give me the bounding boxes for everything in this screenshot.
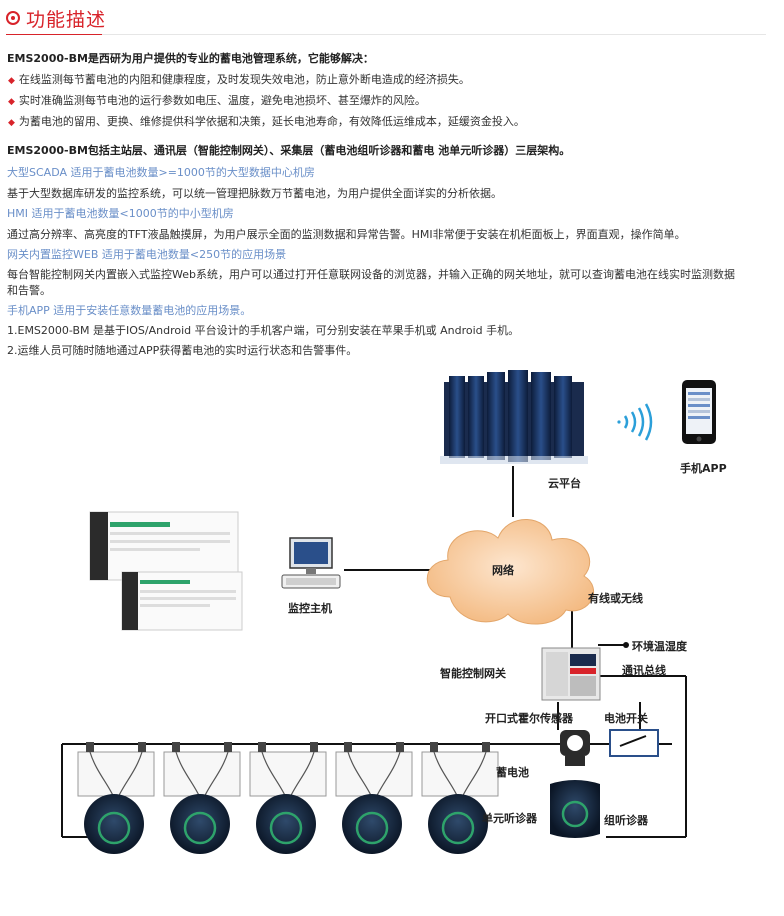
wired-wireless-label: 有线或无线 — [588, 592, 643, 605]
feature-bullet: ◆实时准确监测每节电池的运行参数如电压、温度，避免电池损坏、甚至爆炸的风险。 — [8, 94, 426, 109]
feature-bullet: ◆在线监测每节蓄电池的内阻和健康程度，及时发现失效电池，防止意外断电造成的经济损… — [8, 73, 470, 88]
web-desc-line1: 每台智能控制网关内置嵌入式监控Web系统，用户可以通过打开任意联网设备的浏览器，… — [7, 268, 735, 281]
scada-desc: 基于大型数据库研发的监控系统，可以统一管理把脉数万节蓄电池，为用户提供全面详实的… — [7, 187, 502, 200]
battery-label: 蓄电池 — [496, 766, 529, 779]
group-monitor-icon — [550, 780, 600, 838]
bullet-text: 为蓄电池的留用、更换、维修提供科学依据和决策，延长电池寿命，有效降低运维成本，延… — [18, 115, 525, 128]
smartphone-icon — [682, 380, 716, 444]
cell-monitor-label: 单元听诊器 — [482, 812, 537, 825]
web-heading: 网关内置监控WEB 适用于蓄电池数量<250节的应用场景 — [7, 248, 287, 261]
sensor-node-icon — [623, 642, 629, 648]
header-divider-fade — [102, 34, 766, 35]
wireless-signal-icon — [617, 403, 653, 441]
header-divider — [6, 34, 102, 35]
feature-bullet: ◆为蓄电池的留用、更换、维修提供科学依据和决策，延长电池寿命，有效降低运维成本，… — [8, 115, 525, 130]
architecture-diagram-graphic — [61, 370, 716, 854]
app-item-2: 2.运维人员可随时随地通过APP获得蓄电池的实时运行状态和告警事件。 — [7, 344, 358, 357]
bullet-text: 实时准确监测每节电池的运行参数如电压、温度，避免电池损坏、甚至爆炸的风险。 — [18, 94, 426, 107]
monitor-host-label: 监控主机 — [288, 602, 332, 615]
app-item-1: 1.EMS2000-BM 是基于IOS/Android 平台设计的手机客户端，可… — [7, 324, 520, 337]
hmi-heading: HMI 适用于蓄电池数量<1000节的中小型机房 — [7, 207, 234, 220]
mobile-app-label: 手机APP — [680, 462, 727, 475]
cloud-platform-label: 云平台 — [548, 477, 581, 490]
env-sensor-label: 环境温湿度 — [632, 640, 687, 653]
hall-sensor-label: 开口式霍尔传感器 — [485, 712, 573, 725]
architecture-title: EMS2000-BM包括主站层、通讯层（智能控制网关）、采集层（蓄电池组听诊器和… — [7, 144, 571, 157]
monitor-software-screenshot — [89, 511, 243, 631]
circle-bullet-icon — [6, 11, 20, 25]
hmi-desc: 通过高分辨率、高亮度的TFT液晶触摸屏，为用户展示全面的监测数据和异常告警。HM… — [7, 228, 686, 241]
hall-sensor-icon — [560, 730, 590, 766]
web-desc-line2: 和告警。 — [7, 284, 51, 297]
battery-switch-label: 电池开关 — [604, 712, 648, 725]
section-title: 功能描述 — [26, 9, 107, 31]
bullet-text: 在线监测每节蓄电池的内阻和健康程度，及时发现失效电池，防止意外断电造成的经济损失… — [18, 73, 470, 86]
computer-icon — [281, 537, 341, 589]
battery-string — [77, 751, 499, 797]
gateway-device-icon — [541, 647, 601, 701]
battery-terminals — [86, 742, 490, 752]
intro-text: EMS2000-BM是西研为用户提供的专业的蓄电池管理系统，它能够解决： — [7, 52, 374, 65]
network-cloud-icon — [426, 519, 595, 625]
diamond-bullet-icon: ◆ — [8, 97, 15, 107]
scada-heading: 大型SCADA 适用于蓄电池数量>=1000节的大型数据中心机房 — [7, 166, 315, 179]
battery-switch-icon — [609, 729, 659, 757]
comm-bus-label: 通讯总线 — [622, 664, 666, 677]
gateway-label: 智能控制网关 — [440, 667, 506, 680]
app-heading: 手机APP 适用于安装任意数量蓄电池的应用场景。 — [7, 304, 252, 317]
diamond-bullet-icon: ◆ — [8, 76, 15, 86]
diamond-bullet-icon: ◆ — [8, 118, 15, 128]
cloud-server-icon — [440, 370, 588, 464]
cell-monitor-icons — [84, 794, 488, 854]
section-header: 功能描述 — [6, 4, 766, 38]
network-label: 网络 — [492, 564, 514, 577]
group-monitor-label: 组听诊器 — [604, 814, 648, 827]
architecture-diagram: 云平台 手机APP 网络 监控主机 有线或无线 环境温湿度 智能控制网关 通讯总… — [0, 362, 784, 916]
